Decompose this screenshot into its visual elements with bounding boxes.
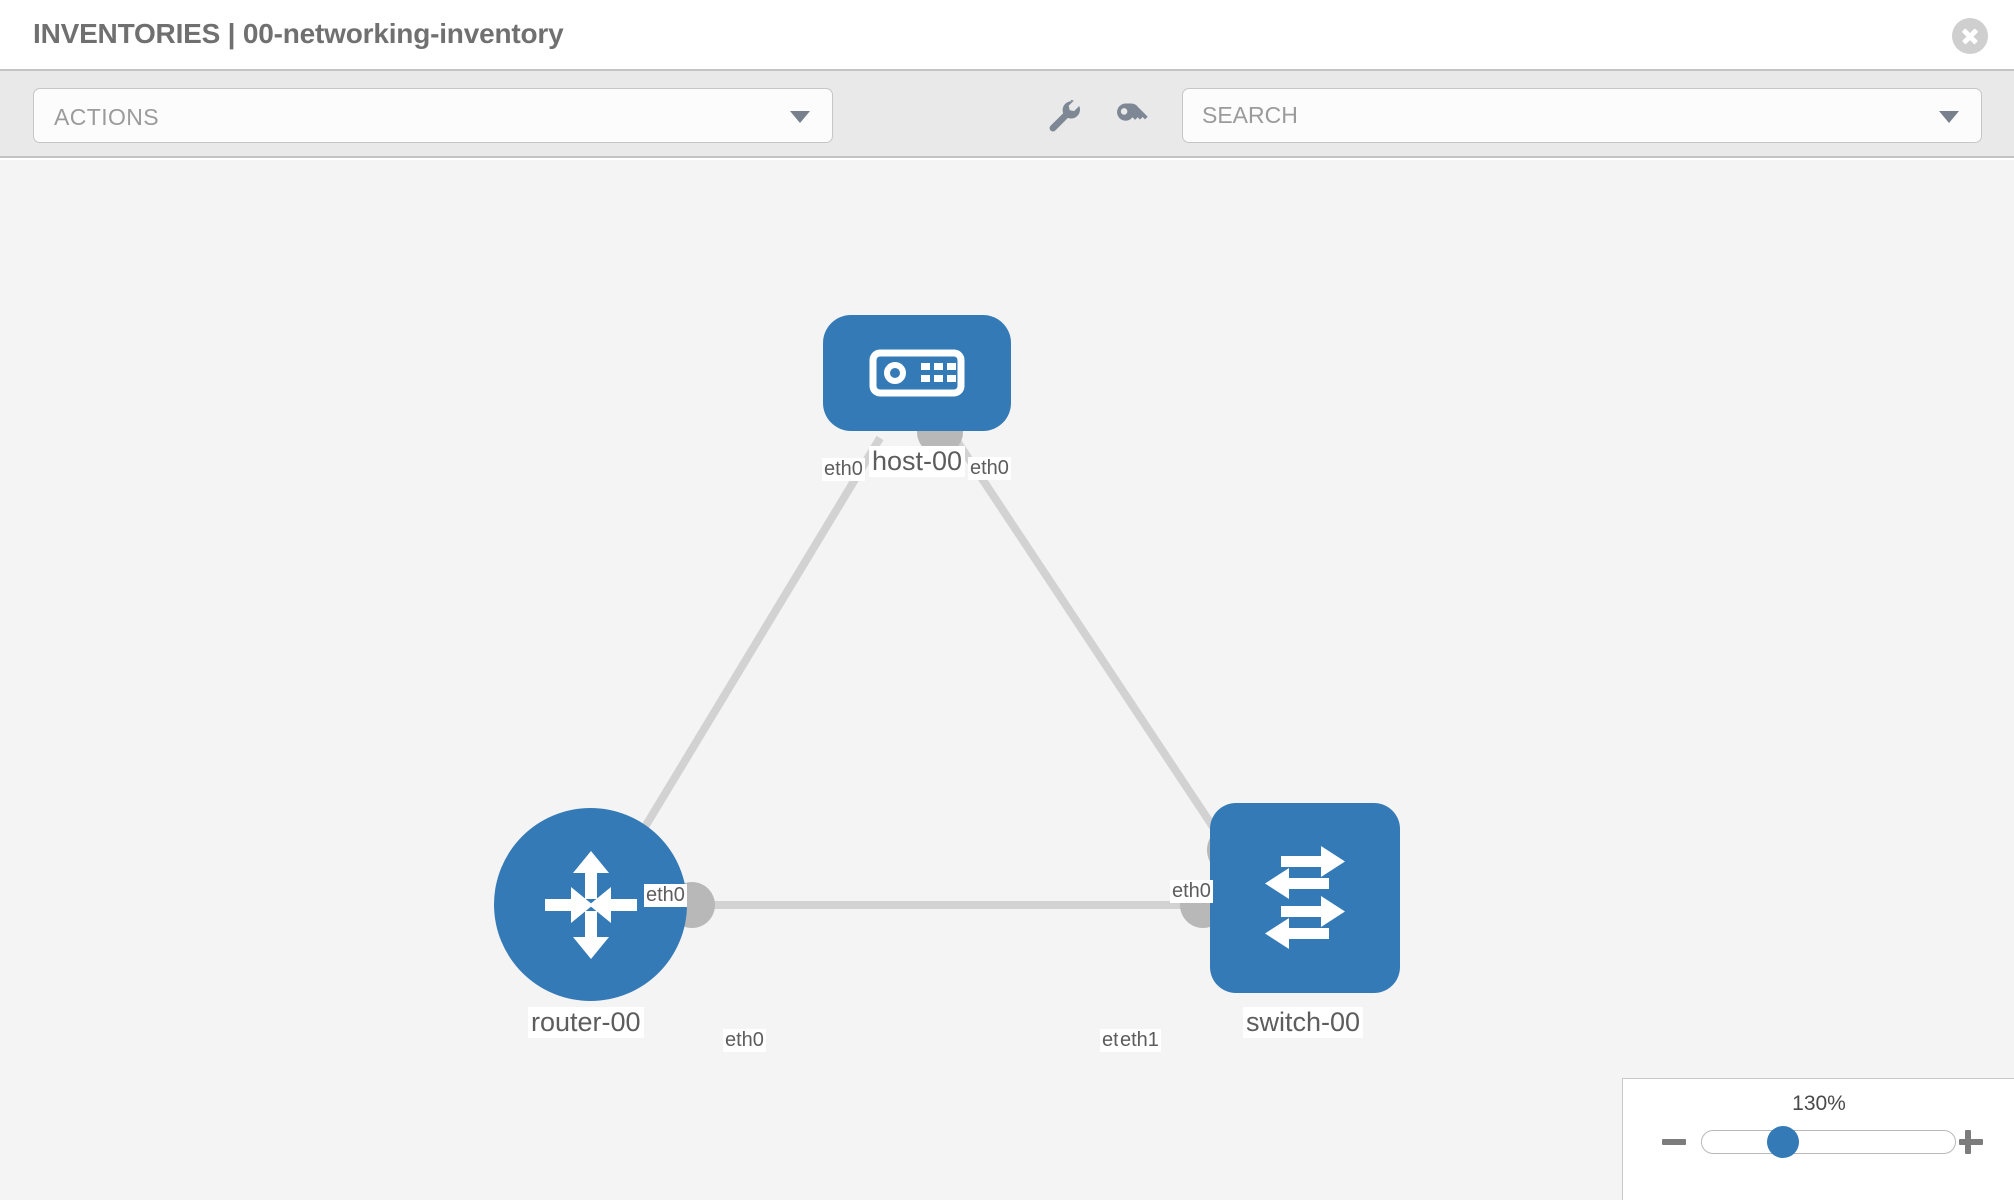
zoom-control-panel: 130% <box>1622 1078 2014 1200</box>
interface-label-switch-to-router: eth1 <box>1118 1029 1161 1052</box>
node-label-switch-00: switch-00 <box>1243 1007 1364 1038</box>
topology-canvas[interactable]: host-00 router-00 switch-00 eth0 eth0 et… <box>0 160 2014 1200</box>
switch-arrows-icon <box>1265 846 1345 949</box>
search-field[interactable] <box>1182 88 1982 143</box>
zoom-slider-track[interactable] <box>1701 1130 1956 1154</box>
page-header: INVENTORIES | 00-networking-inventory <box>0 0 2014 69</box>
interface-label-host-to-switch: eth0 <box>968 457 1011 480</box>
zoom-level-label: 130% <box>1792 1092 1846 1115</box>
server-icon <box>869 349 965 397</box>
wrench-icon[interactable] <box>1045 97 1083 135</box>
chevron-down-icon <box>790 111 810 123</box>
page-title: INVENTORIES | 00-networking-inventory <box>33 18 564 49</box>
topology-endpoints <box>669 409 1257 928</box>
node-label-host-00: host-00 <box>869 446 966 477</box>
toolbar: ACTIONS <box>0 69 2014 158</box>
search-input[interactable] <box>1202 89 1902 141</box>
key-icon[interactable] <box>1112 97 1150 135</box>
interface-label-router-to-host: eth0 <box>644 884 687 907</box>
zoom-slider-thumb[interactable] <box>1767 1126 1799 1158</box>
actions-dropdown-label: ACTIONS <box>54 104 160 130</box>
topology-links <box>621 435 1239 909</box>
interface-label-switch-to-host: eth0 <box>1170 880 1213 903</box>
node-host-00[interactable] <box>823 315 1011 431</box>
link-host-switch[interactable] <box>951 435 1239 863</box>
zoom-in-button[interactable] <box>1956 1127 1986 1157</box>
node-switch-00[interactable] <box>1210 803 1400 993</box>
close-icon[interactable] <box>1952 18 1988 54</box>
chevron-down-icon[interactable] <box>1939 111 1959 123</box>
node-label-router-00: router-00 <box>528 1007 644 1038</box>
interface-label-host-to-router: eth0 <box>822 458 865 481</box>
interface-label-router-to-switch: eth0 <box>723 1029 766 1052</box>
topology-graph <box>621 409 1257 928</box>
zoom-out-button[interactable] <box>1659 1127 1689 1157</box>
link-host-router[interactable] <box>621 435 884 863</box>
router-arrows-icon <box>544 850 637 959</box>
actions-dropdown[interactable]: ACTIONS <box>33 88 833 143</box>
